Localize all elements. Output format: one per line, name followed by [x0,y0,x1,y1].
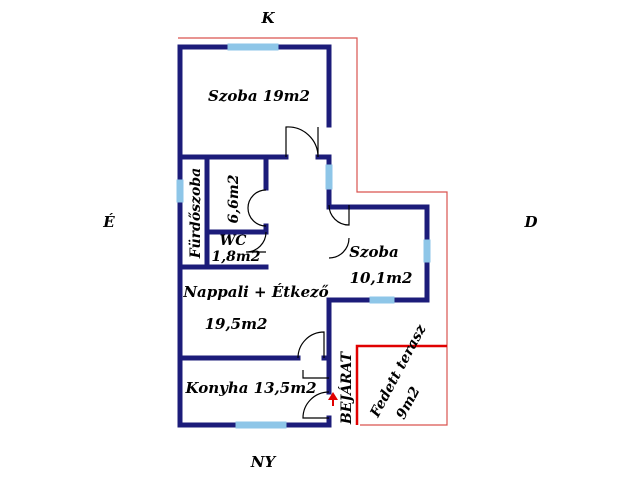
terrace-label-area: 9m2 [393,384,423,422]
property-boundary [178,37,448,426]
compass-north: K [260,9,275,27]
windows [176,43,431,429]
entrance-arrow-icon [328,392,338,406]
room-label-szoba-small-area: 10,1m2 [350,269,413,287]
doors [245,126,350,419]
room-label-wc: WC [220,233,247,249]
room-label-bathroom: Fürdőszoba [188,168,204,259]
compass-east: D [523,213,537,231]
compass-west: É [102,213,115,231]
room-label-living: Nappali + Étkező [182,283,328,301]
entrance-label: BEJÁRAT [337,350,355,425]
room-label-bathroom-area: 6,6m2 [226,174,242,223]
room-label-kitchen: Konyha 13,5m2 [184,379,316,397]
room-label-living-area: 19,5m2 [205,315,268,333]
room-label-szoba-small: Szoba [349,243,399,261]
room-label-wc-area: 1,8m2 [212,249,261,265]
room-label-szoba-big: Szoba 19m2 [208,87,310,105]
compass-south: NY [250,453,277,471]
terrace-outline [355,344,447,425]
